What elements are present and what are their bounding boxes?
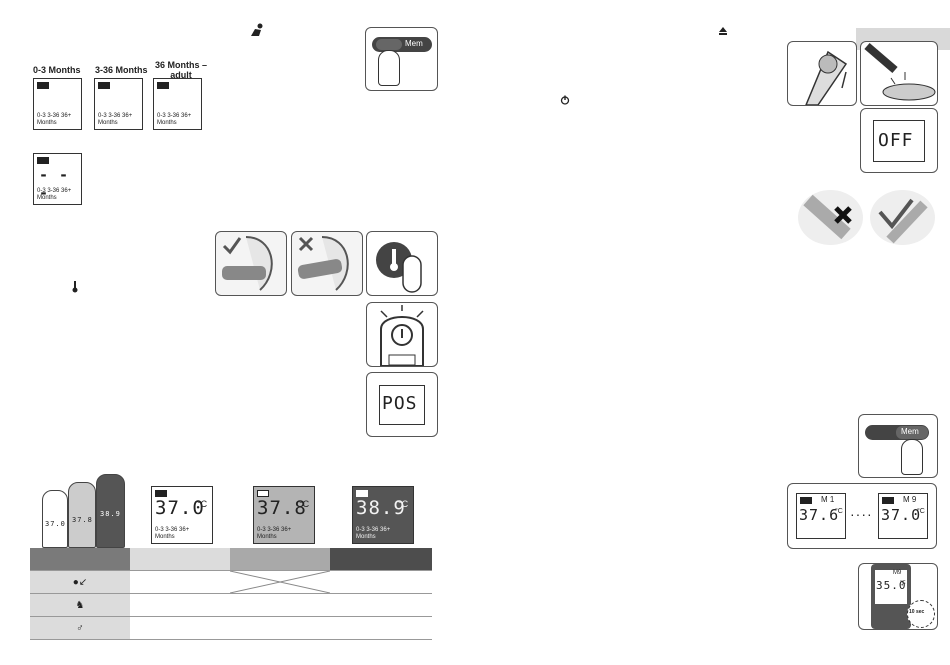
mem-button: Mem [901, 427, 919, 436]
age-label-36-adult: 36 Months – adult [155, 60, 208, 80]
lcd-age-adult: 0-3 3-36 36+Months [153, 78, 202, 130]
lcd-age-3-36: 0-3 3-36 36+Months [94, 78, 143, 130]
thermo-display-elevated: 37.8 °C 0-3 3-36 36+Months [253, 486, 315, 544]
mem-button-illustration: Mem [858, 414, 938, 478]
thermometer-icon [72, 281, 78, 293]
newborn-icon: ●↙ [30, 570, 130, 594]
eject-icon [719, 27, 727, 35]
probe-cover-eject-illustration [787, 41, 857, 106]
ear-correct-illustration [215, 231, 287, 296]
pos-display: POS [382, 393, 418, 414]
pos-display-illustration: POS [366, 372, 438, 437]
off-display-illustration: OFF [860, 108, 938, 173]
memory-separator: ···· [850, 506, 873, 522]
finger-icon [901, 439, 923, 475]
auto-off-illustration: M9 35.0 °C 10 sec [858, 563, 938, 630]
ear-incorrect-illustration [291, 231, 363, 296]
probe-wrong-illustration [798, 190, 863, 245]
thermo-display-normal: 37.0 °C 0-3 3-36 36+Months [151, 486, 213, 544]
measure-button-illustration [366, 231, 438, 296]
power-icon [560, 95, 570, 105]
timer-clock-icon [907, 600, 935, 628]
table-row: ♂ [30, 616, 432, 640]
baby-icon [251, 23, 263, 36]
mode-button-illustration: Mem [365, 27, 438, 91]
thermo-display-fever: 38.9 °C 0-3 3-36 36+Months [352, 486, 414, 544]
fever-table: ●↙ ♞ ♂ [30, 548, 432, 640]
finger-icon [378, 50, 400, 86]
age-label-3-36: 3-36 Months [95, 65, 148, 75]
device-thumbnails: 37.0 37.8 38.9 [40, 470, 125, 550]
infant-icon: ♞ [30, 593, 130, 617]
off-display: OFF [878, 130, 914, 151]
table-header-row [30, 548, 432, 571]
memory-display-first: M 1 37.6 °C [796, 493, 846, 539]
lcd-age-0-3: 0-3 3-36 36+Months [33, 78, 82, 130]
memory-display-last: M 9 37.0 °C [878, 493, 928, 539]
device-light-illustration [366, 302, 438, 367]
table-row: ●↙ [30, 570, 432, 594]
mem-button: Mem [405, 39, 423, 48]
age-label-0-3: 0-3 Months [33, 65, 81, 75]
lcd-dashes: - - - 0-3 3-36 36+Months [33, 153, 82, 205]
probe-right-illustration [870, 190, 935, 245]
memory-recall-illustration: M 1 37.6 °C ···· M 9 37.0 °C [787, 483, 937, 549]
adult-icon: ♂ [30, 616, 130, 640]
probe-cover-remove-illustration [860, 41, 938, 106]
table-row: ♞ [30, 593, 432, 617]
